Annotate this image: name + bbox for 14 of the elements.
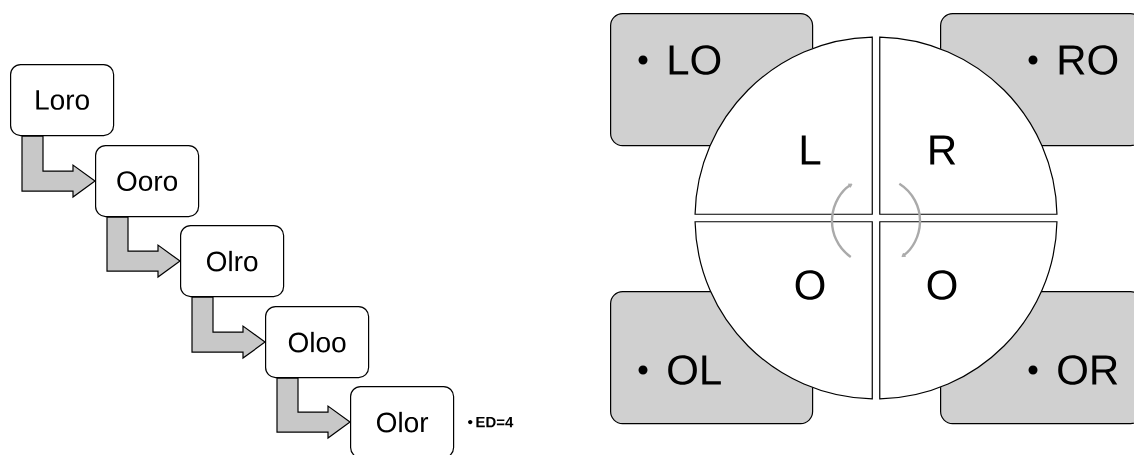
word-box: Olro bbox=[180, 225, 285, 298]
word-box: Ooro bbox=[95, 145, 200, 218]
bent-arrow bbox=[191, 296, 267, 360]
word-box: Olor bbox=[350, 386, 455, 455]
rotation-arrow bbox=[830, 183, 853, 258]
bent-arrow bbox=[21, 135, 97, 199]
circle-quadrant: R bbox=[879, 36, 1058, 215]
word-box: Oloo bbox=[265, 306, 370, 379]
bullet-note: ED=4 bbox=[468, 416, 514, 428]
rotation-arrow bbox=[898, 182, 922, 257]
circle-quadrant: O bbox=[879, 221, 1058, 400]
word-box: Loro bbox=[10, 64, 115, 137]
bent-arrow bbox=[276, 377, 352, 440]
bent-arrow bbox=[106, 216, 182, 279]
